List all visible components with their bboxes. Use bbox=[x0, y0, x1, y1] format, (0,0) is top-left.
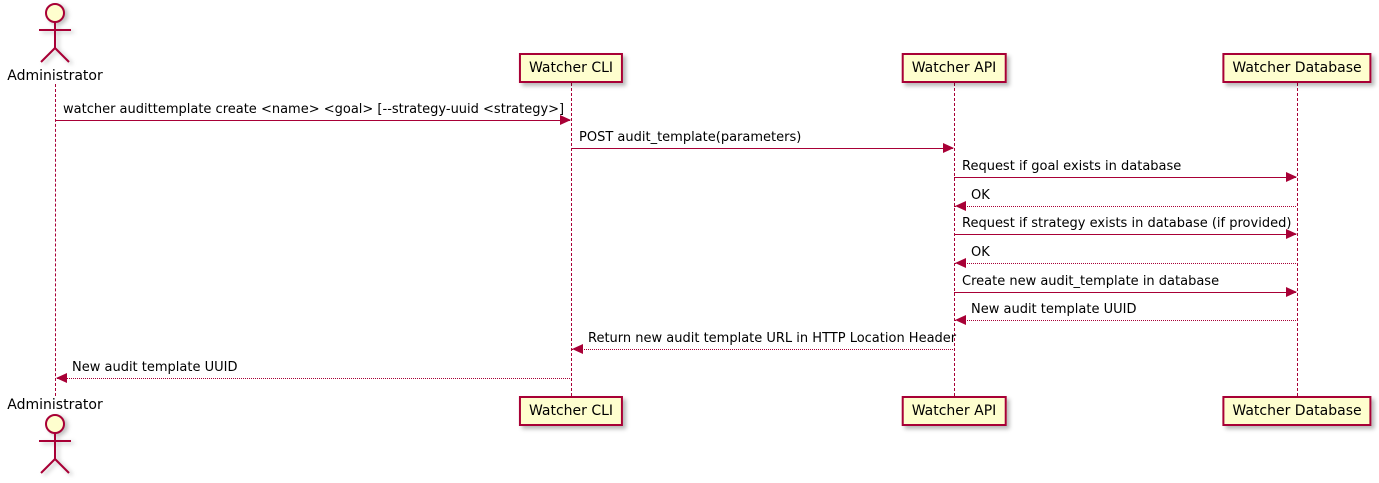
lifeline-api bbox=[954, 83, 955, 396]
message-line bbox=[954, 206, 1296, 207]
message-line bbox=[571, 148, 953, 149]
message-arrowhead bbox=[955, 315, 966, 325]
participant-db-top: Watcher Database bbox=[1222, 53, 1372, 83]
message-label: Create new audit_template in database bbox=[962, 274, 1220, 289]
message-arrowhead bbox=[1286, 287, 1297, 297]
message-arrowhead bbox=[955, 258, 966, 268]
participant-api-top: Watcher API bbox=[901, 53, 1007, 83]
participant-cli-bottom: Watcher CLI bbox=[518, 396, 624, 426]
message-label: Request if strategy exists in database (… bbox=[962, 216, 1292, 231]
message-line bbox=[571, 349, 953, 350]
lifeline-cli bbox=[571, 83, 572, 396]
message-line bbox=[954, 292, 1296, 293]
message-arrowhead bbox=[943, 143, 954, 153]
message-arrowhead bbox=[1286, 172, 1297, 182]
message-label: Return new audit template URL in HTTP Lo… bbox=[588, 331, 957, 346]
lifeline-administrator bbox=[55, 84, 56, 396]
actor-icon bbox=[39, 414, 71, 474]
message-line bbox=[954, 234, 1296, 235]
actor-icon bbox=[39, 3, 71, 63]
message-arrowhead bbox=[1286, 229, 1297, 239]
message-line bbox=[954, 177, 1296, 178]
message-label: OK bbox=[971, 245, 990, 260]
message-label: New audit template UUID bbox=[971, 302, 1137, 317]
message-label: POST audit_template(parameters) bbox=[579, 130, 802, 145]
message-label: New audit template UUID bbox=[72, 360, 238, 375]
message-line bbox=[55, 378, 570, 379]
message-label: Request if goal exists in database bbox=[962, 159, 1182, 174]
actor-label-bottom: Administrator bbox=[7, 397, 103, 413]
message-arrowhead bbox=[56, 373, 67, 383]
participant-db-bottom: Watcher Database bbox=[1222, 396, 1372, 426]
message-label: OK bbox=[971, 188, 990, 203]
lifeline-db bbox=[1297, 83, 1298, 396]
message-arrowhead bbox=[560, 115, 571, 125]
message-arrowhead bbox=[572, 344, 583, 354]
participant-api-bottom: Watcher API bbox=[901, 396, 1007, 426]
participant-cli-top: Watcher CLI bbox=[518, 53, 624, 83]
message-label: watcher audittemplate create <name> <goa… bbox=[63, 102, 565, 117]
message-line bbox=[55, 120, 570, 121]
message-arrowhead bbox=[955, 201, 966, 211]
message-line bbox=[954, 320, 1296, 321]
message-line bbox=[954, 263, 1296, 264]
actor-label-top: Administrator bbox=[7, 68, 103, 84]
